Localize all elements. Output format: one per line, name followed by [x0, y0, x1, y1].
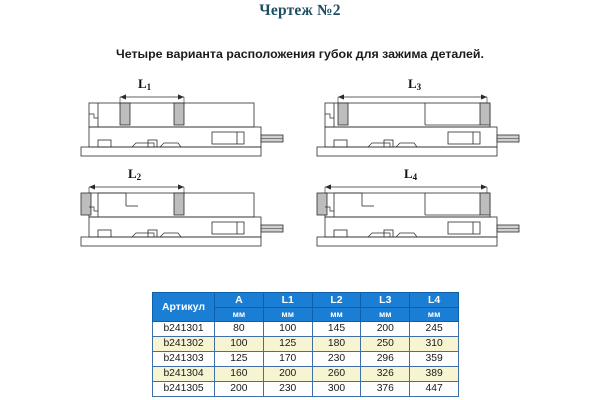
- cell-l4: 359: [409, 351, 459, 367]
- vise-figure-l3: L3: [312, 76, 538, 166]
- table-row: b241303 125 170 230 296 359: [152, 351, 459, 367]
- table-unit-row: мм мм мм мм мм: [153, 307, 459, 322]
- cell-l1: 125: [262, 336, 313, 352]
- page-subtitle: Четыре варианта расположения губок для з…: [116, 47, 484, 61]
- specification-table: Артикул A L1 L2 L3 L4 мм мм мм мм мм b24…: [152, 292, 459, 397]
- table-header: Артикул A L1 L2 L3 L4 мм мм мм мм мм: [152, 292, 459, 322]
- cell-l1: 100: [262, 321, 313, 337]
- cell-article: b241304: [152, 366, 215, 382]
- cell-l4: 245: [409, 321, 459, 337]
- cell-a: 80: [214, 321, 264, 337]
- table-row: b241302 100 125 180 250 310: [152, 336, 459, 352]
- dimension-label-l4: L4: [404, 166, 418, 182]
- cell-l2: 300: [311, 381, 362, 397]
- cell-l2: 145: [311, 321, 362, 337]
- vise-figure-l4: L4: [312, 166, 538, 256]
- cell-l2: 180: [311, 336, 362, 352]
- column-header-l4: L4: [409, 292, 459, 308]
- cell-l3: 250: [360, 336, 411, 352]
- page-title: Чертеж №2: [259, 2, 341, 19]
- cell-l3: 296: [360, 351, 411, 367]
- cell-a: 125: [214, 351, 264, 367]
- unit-l4: мм: [409, 307, 459, 322]
- column-header-l2: L2: [311, 292, 362, 308]
- table-row: b241301 80 100 145 200 245: [152, 321, 459, 337]
- cell-l4: 447: [409, 381, 459, 397]
- cell-l1: 230: [262, 381, 313, 397]
- unit-a: мм: [214, 307, 264, 322]
- table-row: b241304 160 200 260 326 389: [152, 366, 459, 382]
- vise-figure-l2: L2: [76, 166, 302, 256]
- dimension-label-l1: L1: [138, 76, 152, 92]
- cell-a: 100: [214, 336, 264, 352]
- unit-l1: мм: [262, 307, 313, 322]
- cell-a: 160: [214, 366, 264, 382]
- column-header-a: A: [214, 292, 264, 308]
- unit-l2: мм: [311, 307, 362, 322]
- cell-article: b241305: [152, 381, 215, 397]
- cell-article: b241301: [152, 321, 215, 337]
- table-body: b241301 80 100 145 200 245 b241302 100 1…: [152, 321, 459, 397]
- unit-l3: мм: [360, 307, 411, 322]
- drawings-area: L1: [76, 76, 538, 256]
- column-header-article: Артикул: [152, 292, 215, 322]
- specification-table-wrapper: Артикул A L1 L2 L3 L4 мм мм мм мм мм b24…: [152, 292, 459, 397]
- cell-l1: 170: [262, 351, 313, 367]
- cell-l3: 326: [360, 366, 411, 382]
- table-row: b241305 200 230 300 376 447: [152, 381, 459, 397]
- cell-l3: 200: [360, 321, 411, 337]
- cell-l2: 260: [311, 366, 362, 382]
- cell-l2: 230: [311, 351, 362, 367]
- vise-figure-l1: L1: [76, 76, 302, 166]
- cell-l4: 389: [409, 366, 459, 382]
- dimension-label-l2: L2: [128, 166, 142, 182]
- cell-article: b241303: [152, 351, 215, 367]
- cell-l3: 376: [360, 381, 411, 397]
- column-header-l1: L1: [262, 292, 313, 308]
- table-header-row: Артикул A L1 L2 L3 L4: [152, 292, 459, 322]
- cell-a: 200: [214, 381, 264, 397]
- cell-article: b241302: [152, 336, 215, 352]
- column-header-l3: L3: [360, 292, 411, 308]
- cell-l4: 310: [409, 336, 459, 352]
- dimension-label-l3: L3: [408, 76, 422, 92]
- cell-l1: 200: [262, 366, 313, 382]
